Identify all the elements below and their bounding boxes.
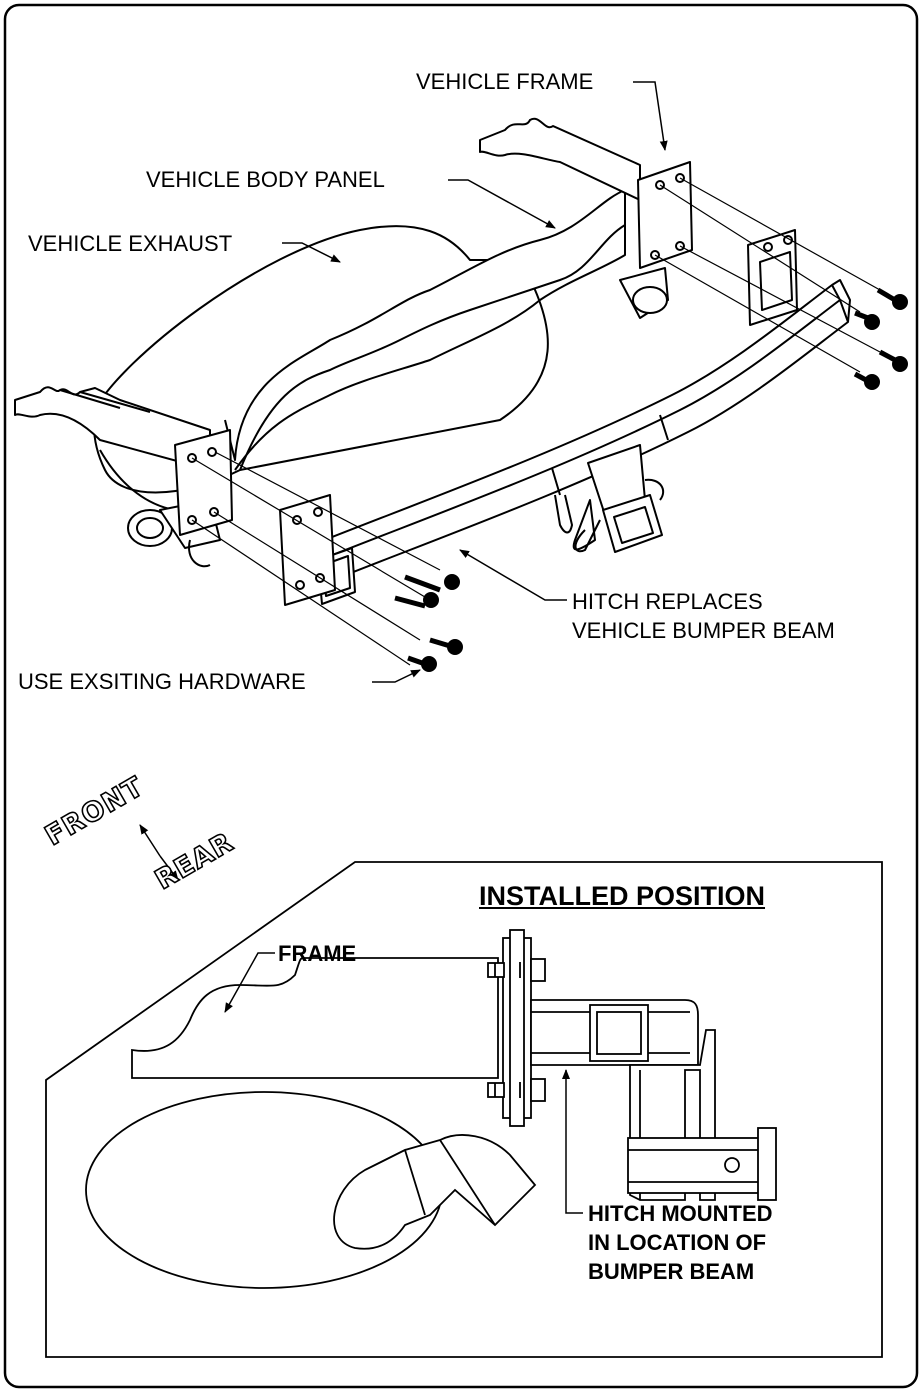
front-label: FRONT <box>40 771 149 852</box>
frame-plate-left <box>174 429 233 536</box>
vehicle-frame-label: VEHICLE FRAME <box>416 69 594 94</box>
vehicle-frame-right <box>479 117 641 201</box>
frame-rail-side <box>131 957 499 1079</box>
hitch-replaces-label-line2: VEHICLE BUMPER BEAM <box>572 618 835 643</box>
use-existing-hardware-label: USE EXSITING HARDWARE <box>18 669 306 694</box>
vehicle-frame-left <box>14 386 211 471</box>
page-border <box>3 3 919 1389</box>
orientation-arrow <box>139 824 179 881</box>
hitch-receiver <box>602 494 663 553</box>
vehicle-body-panel-label: VEHICLE BODY PANEL <box>146 167 385 192</box>
vehicle-body-panel <box>224 189 626 471</box>
callout-leaders <box>282 81 668 683</box>
safety-chain-loop <box>574 519 601 553</box>
pin-hole <box>724 1157 740 1173</box>
frame-label: FRAME <box>278 941 357 966</box>
bolts-right <box>853 287 908 390</box>
installed-position-title: INSTALLED POSITION <box>479 881 766 911</box>
installed-position-drawing <box>85 929 777 1289</box>
bolts-left <box>394 574 463 672</box>
hitch-replaces-label-line1: HITCH REPLACES <box>572 589 763 614</box>
receiver-tube-side <box>627 1137 764 1194</box>
orientation-words: FRONT REAR <box>39 770 240 897</box>
hitch-mounted-label-line2: IN LOCATION OF <box>588 1230 767 1255</box>
hitch-mounted-label-line1: HITCH MOUNTED <box>588 1201 773 1226</box>
rear-label: REAR <box>150 827 239 896</box>
hitch-mounted-label-line3: BUMPER BEAM <box>588 1259 755 1284</box>
installed-position-panel <box>45 861 883 1358</box>
vehicle-exhaust-label: VEHICLE EXHAUST <box>28 231 233 256</box>
exploded-assembly-drawing <box>14 117 908 672</box>
exhaust-pipe-side <box>333 1134 537 1250</box>
hitch-plate-left <box>279 494 336 606</box>
